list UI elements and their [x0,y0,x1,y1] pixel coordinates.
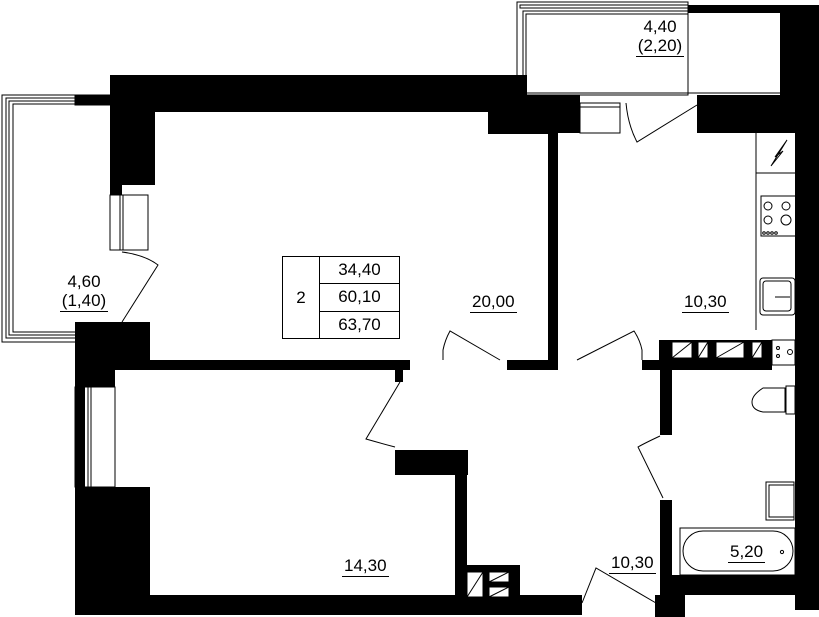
balcony-left-frame [1,94,111,343]
wall-top-living [110,75,527,112]
balcony-top-label: 4,40 (2,20) [635,17,685,57]
total-area-with-balconies: 63,70 [338,314,381,334]
room-label-hallway: 10,30 [609,553,656,574]
wall-left-living [110,75,155,185]
total-area: 60,10 [320,284,399,312]
sink-icon [759,277,796,316]
wall-left-bedroom [75,487,150,597]
kitchen-counter [755,133,797,330]
wall-right-outer [795,10,819,610]
apartment-summary-table: 2 34,40 60,10 63,70 [282,256,400,339]
balcony-top-frame [516,1,780,96]
wall-partition-living-kitchen [548,125,558,370]
room-label-bathroom: 5,20 [728,542,766,563]
room-count: 2 [283,257,320,338]
room-label-living-room: 20,00 [470,292,517,313]
bathroom-fixtures [679,385,796,576]
room-label-kitchen: 10,30 [682,292,729,313]
doors [121,102,698,604]
living-area: 34,40 [320,257,399,285]
balcony-left-label: 4,60 (1,40) [59,272,109,312]
room-label-bedroom: 14,30 [342,556,389,577]
stove-icon [760,195,797,237]
